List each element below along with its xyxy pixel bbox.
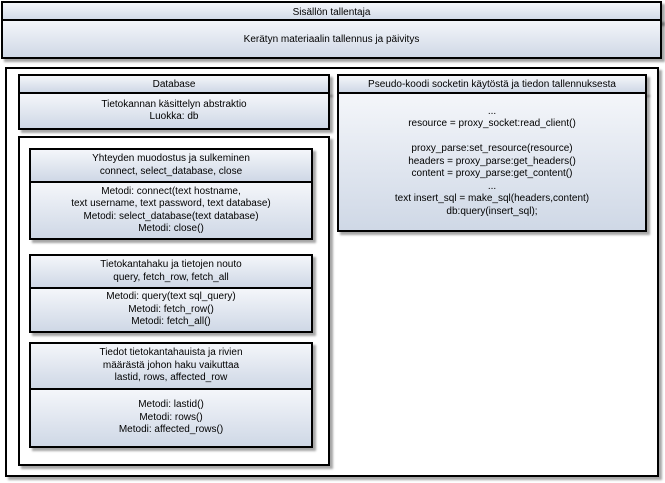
group-info: Tiedot tietokantahauista ja rivien määrä… <box>29 342 313 448</box>
database-description-line: Luokka: db <box>149 111 199 122</box>
pseudo-line: ... <box>487 180 497 192</box>
method-line: Metodi: connect(text hostname, <box>101 185 241 197</box>
header-subtitle: Kerätyn materiaalin tallennus ja päivity… <box>243 33 420 45</box>
group-title-line: Tiedot tietokantahauista ja rivien <box>99 347 243 359</box>
database-description-box: Tietokannan käsittelyn abstraktio Luokka… <box>18 92 330 130</box>
group-title-line: connect, select_database, close <box>99 165 243 177</box>
group-title-line: Tietokantahaku ja tietojen nouto <box>100 259 242 270</box>
header-subtitle-box: Kerätyn materiaalin tallennus ja päivity… <box>1 19 662 59</box>
group-title-line: määrästä johon haku vaikuttaa <box>102 359 240 371</box>
pseudo-line: headers = proxy_parse:get_headers() <box>408 155 576 167</box>
method-line: Metodi: query(text sql_query) <box>106 291 236 303</box>
pseudo-line: text insert_sql = make_sql(headers,conte… <box>394 193 590 205</box>
group-title-line: Yhteyden muodostus ja sulkeminen <box>92 153 250 164</box>
group-connection: Yhteyden muodostus ja sulkeminen connect… <box>29 148 313 240</box>
method-line: Metodi: close() <box>138 223 204 234</box>
method-line: Metodi: rows() <box>139 411 203 423</box>
method-line: Metodi: fetch_all() <box>131 316 211 328</box>
pseudo-code-box: ... resource = proxy_socket:read_client(… <box>337 92 647 232</box>
pseudo-line: content = proxy_parse:get_content() <box>411 168 573 180</box>
pseudo-title-box: Pseudo-koodi socketin käytöstä ja tiedon… <box>337 74 647 94</box>
pseudo-line: db:query(insert_sql); <box>446 205 538 217</box>
group-title-line: lastid, rows, affected_row <box>114 372 228 384</box>
group-query: Tietokantahaku ja tietojen nouto query, … <box>29 254 313 333</box>
pseudo-line: proxy_parse:set_resource(resource) <box>411 143 573 155</box>
method-line: text username, text password, text datab… <box>71 198 271 209</box>
database-title-box: Database <box>18 74 330 94</box>
header-title: Sisällön tallentaja <box>292 6 371 18</box>
group-title-line: query, fetch_row, fetch_all <box>113 271 229 283</box>
method-line: Metodi: fetch_row() <box>128 303 214 315</box>
database-description-line: Tietokannan käsittelyn abstraktio <box>101 98 247 110</box>
pseudo-line: resource = proxy_socket:read_client() <box>408 118 576 130</box>
method-line: Metodi: affected_rows() <box>118 424 224 436</box>
method-line: Metodi: lastid() <box>138 399 204 411</box>
method-line: Metodi: select_database(text database) <box>83 210 259 222</box>
pseudo-line: ... <box>487 105 497 117</box>
pseudo-title: Pseudo-koodi socketin käytöstä ja tiedon… <box>368 78 616 90</box>
database-title: Database <box>152 78 196 90</box>
